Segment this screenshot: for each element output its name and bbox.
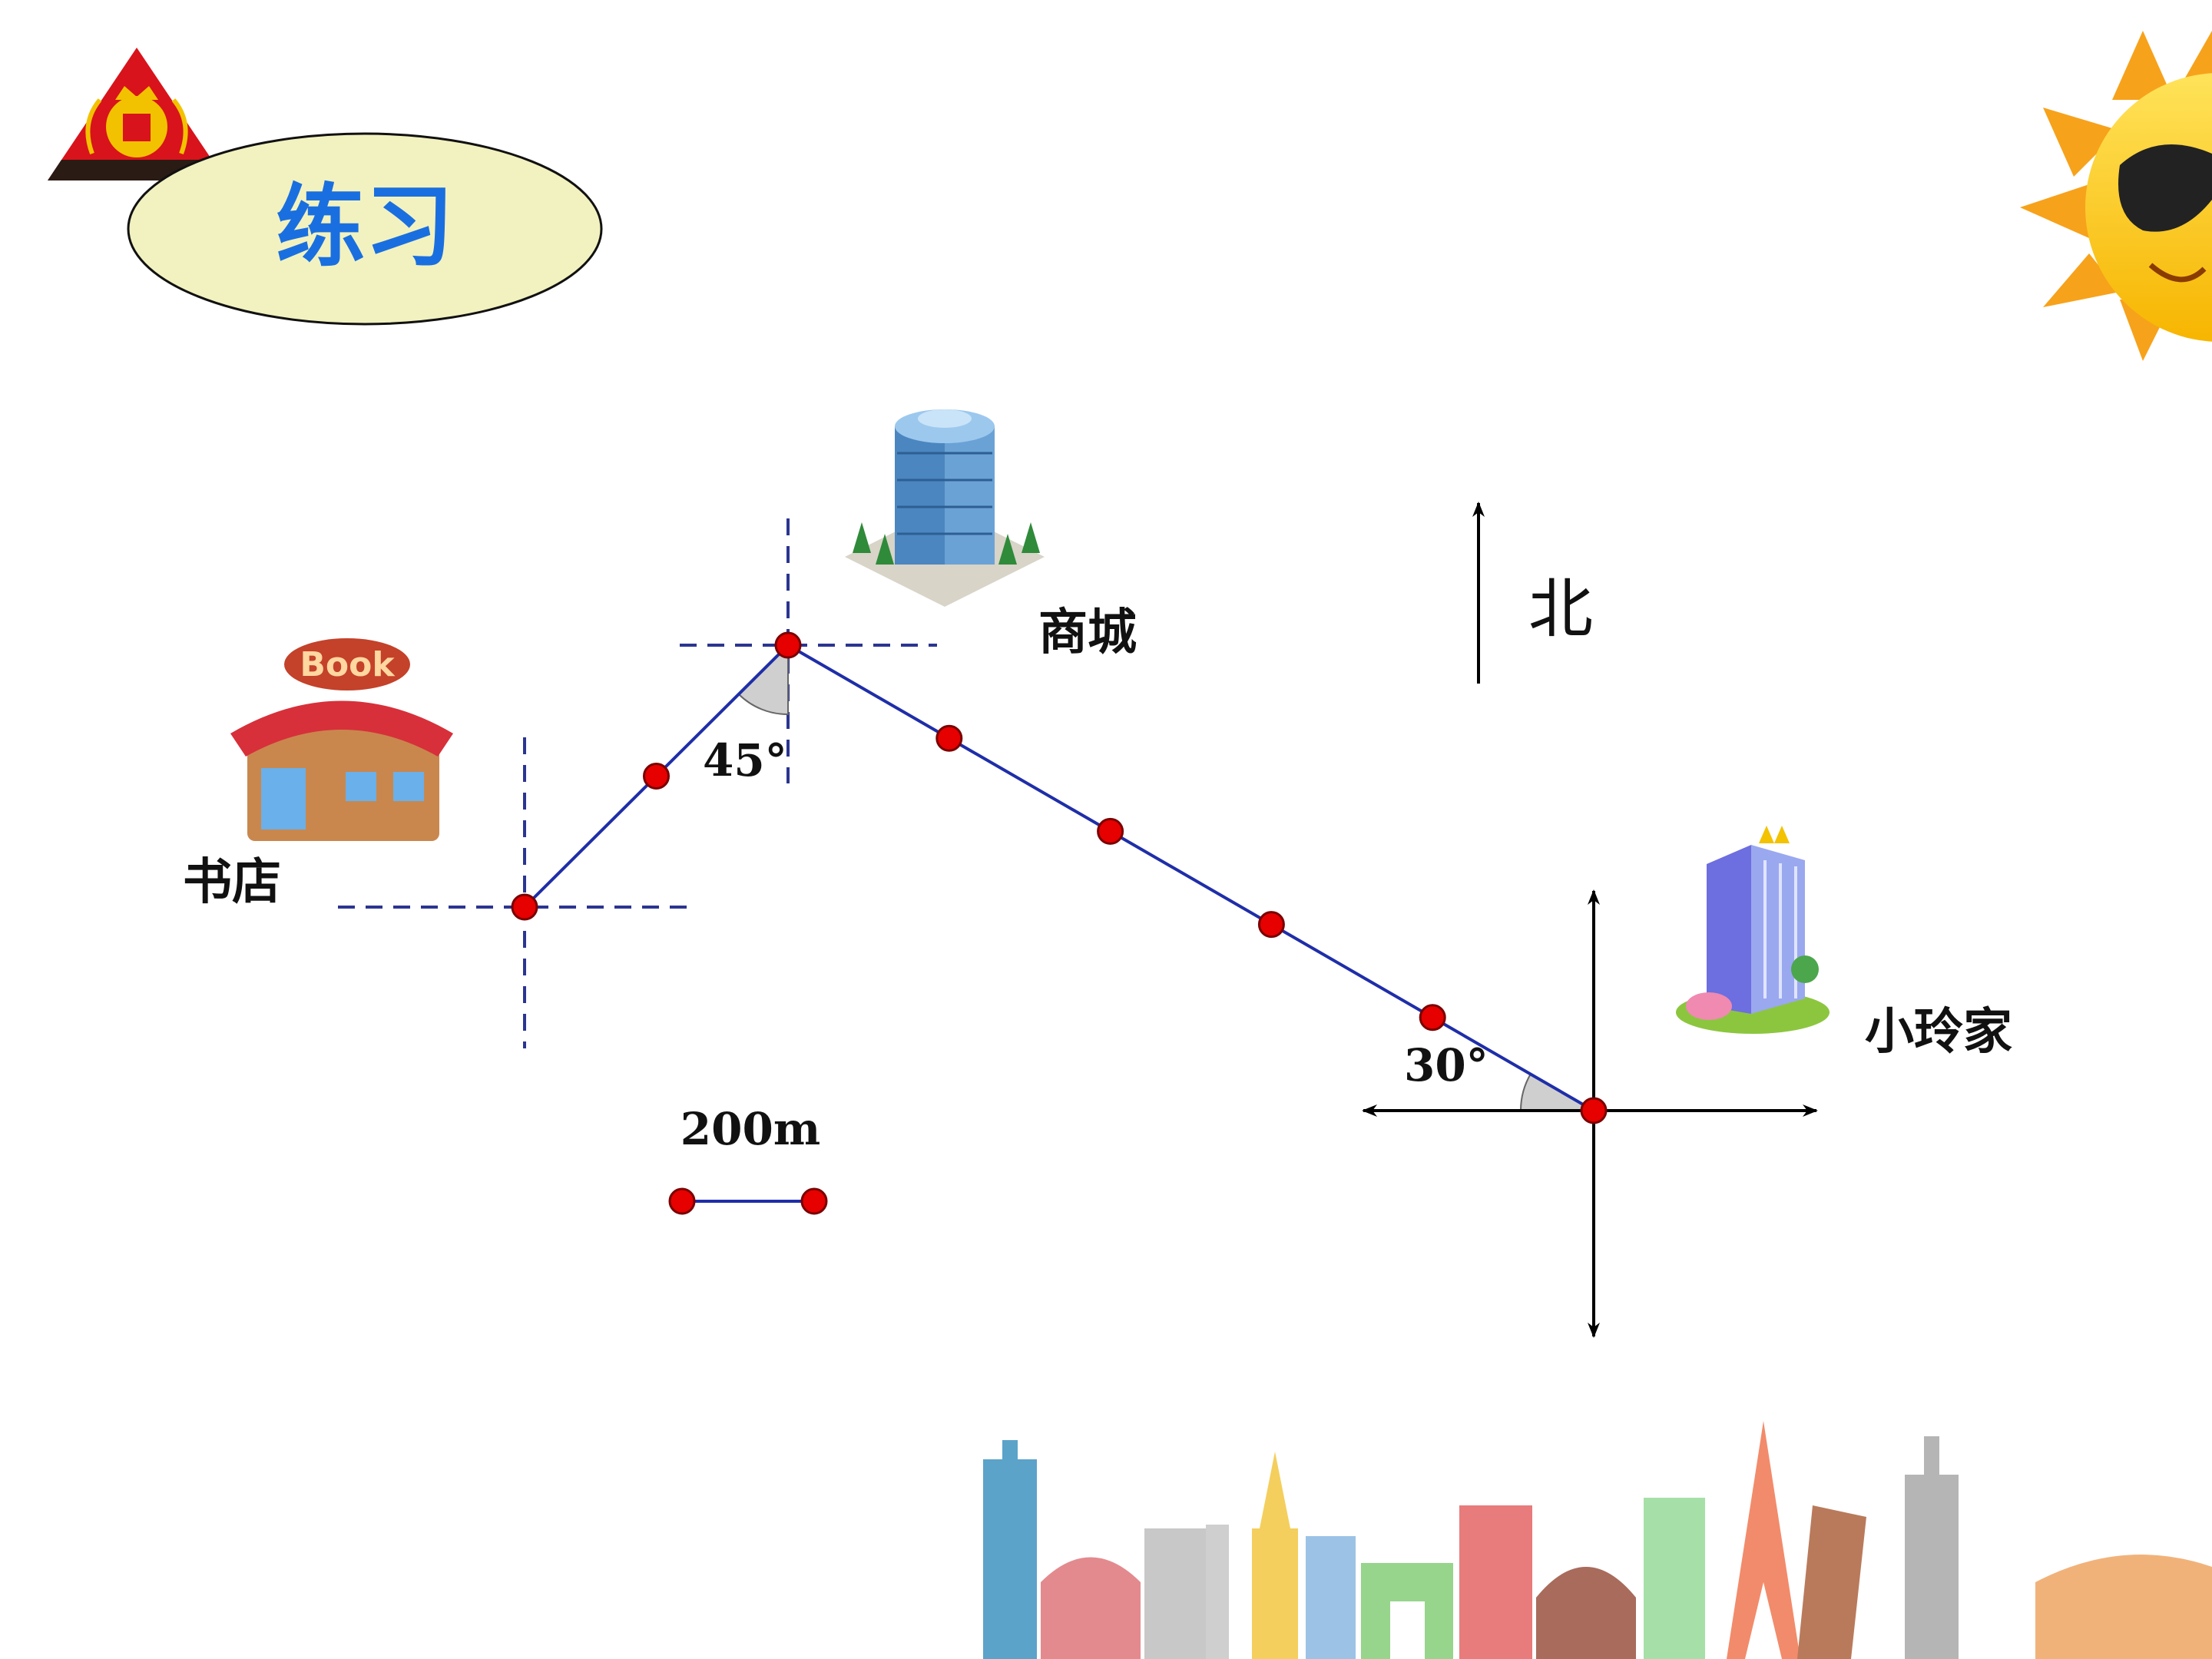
city-skyline-icon	[983, 1421, 2212, 1659]
route-point	[1580, 1097, 1608, 1124]
north-label: 北	[1528, 571, 1593, 647]
scale-bar: 200m	[668, 1103, 828, 1215]
route-point	[1257, 911, 1285, 939]
route-mall-home	[786, 644, 1595, 1112]
north-arrow: 北	[1472, 502, 1593, 684]
route-point	[643, 763, 670, 790]
book-shop-icon: Book	[230, 638, 453, 841]
home-label: 小玲家	[1865, 1003, 2012, 1061]
mall-reference-axes	[680, 518, 937, 783]
sun-with-sunglasses-icon	[2020, 31, 2212, 361]
page-title: 练习	[276, 175, 454, 279]
route-points	[511, 631, 1608, 1124]
title-badge: 练习	[127, 132, 603, 326]
route-point	[774, 631, 802, 659]
office-tower-icon	[845, 409, 1045, 607]
scale-label: 200m	[680, 1103, 820, 1155]
mall-label: 商城	[1038, 604, 1137, 661]
route-point	[511, 893, 538, 921]
angle-45-label: 45°	[703, 734, 787, 786]
route-point	[1419, 1004, 1446, 1031]
route-point	[1097, 817, 1124, 845]
home-compass	[1362, 889, 1818, 1338]
book-sign-text: Book	[300, 645, 396, 684]
building-icon	[1676, 826, 1830, 1034]
bookstore-label: 书店	[183, 853, 281, 911]
route-point	[935, 724, 963, 752]
triangle-crown-book-logo	[48, 48, 226, 180]
angle-30-label: 30°	[1404, 1039, 1488, 1091]
